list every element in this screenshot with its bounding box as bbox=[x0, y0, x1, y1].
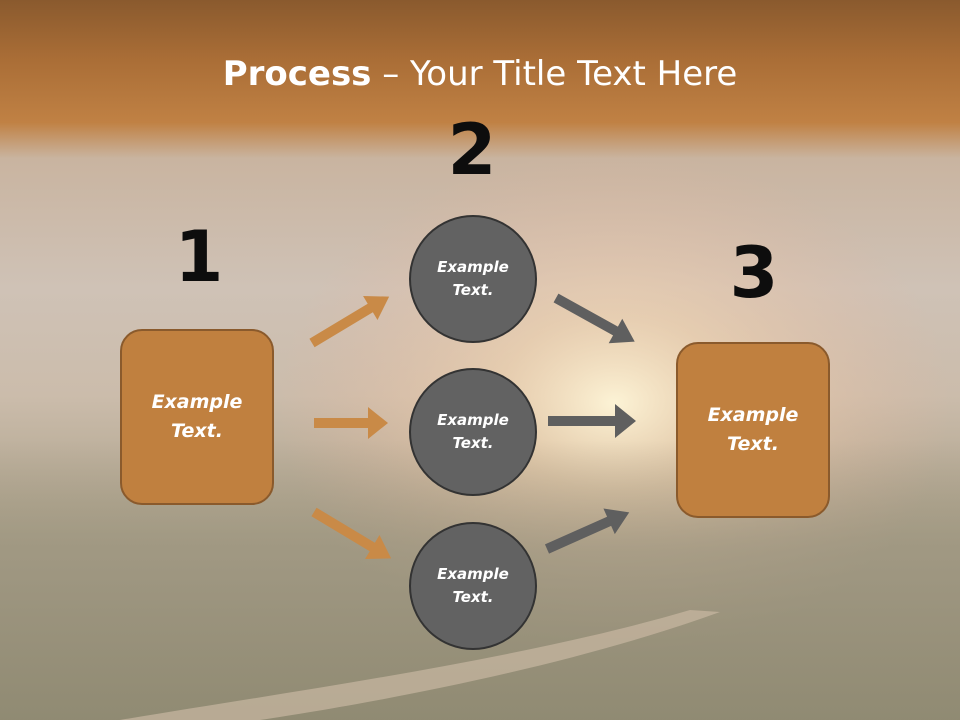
circle-top-text: Example Text. bbox=[437, 258, 509, 299]
arrow-1-to-bottom bbox=[311, 507, 392, 560]
title-rest: – Your Title Text Here bbox=[371, 54, 738, 94]
step-3-text: Example Text. bbox=[707, 404, 799, 455]
step-2-circle-middle[interactable]: Example Text. bbox=[409, 368, 537, 496]
step-1-number: 1 bbox=[174, 216, 224, 298]
step-3-number: 3 bbox=[729, 232, 779, 314]
arrow-top-to-3 bbox=[553, 293, 635, 344]
arrow-middle-to-3 bbox=[548, 404, 636, 438]
slide-title: Process – Your Title Text Here bbox=[0, 52, 960, 96]
step-2-circle-bottom[interactable]: Example Text. bbox=[409, 522, 537, 650]
step-2-number: 2 bbox=[447, 109, 497, 191]
arrow-bottom-to-3 bbox=[544, 508, 630, 554]
circle-middle-text: Example Text. bbox=[437, 411, 509, 452]
step-1-box[interactable]: Example Text. bbox=[120, 329, 274, 505]
step-1-text: Example Text. bbox=[151, 391, 243, 442]
arrow-1-to-middle bbox=[314, 407, 388, 439]
step-3-box[interactable]: Example Text. bbox=[676, 342, 830, 518]
title-bold: Process bbox=[222, 54, 372, 94]
circle-bottom-text: Example Text. bbox=[437, 565, 509, 606]
step-2-circle-top[interactable]: Example Text. bbox=[409, 215, 537, 343]
arrow-1-to-top bbox=[309, 295, 390, 348]
